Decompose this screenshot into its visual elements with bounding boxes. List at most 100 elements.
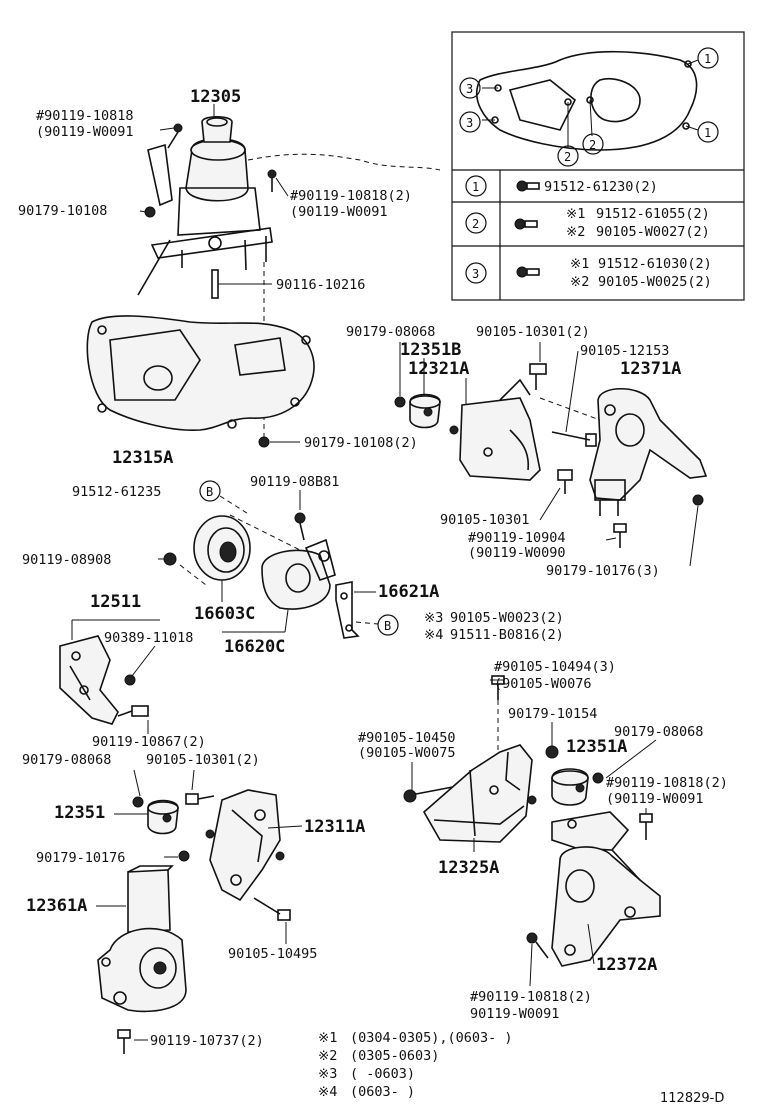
label-90105-W0076: (90105-W0076 [494, 676, 592, 692]
label-90119-10867: 90119-10867(2) [92, 734, 206, 750]
label-mark3: ※3 [424, 610, 443, 626]
figure-id: 112829-D [660, 1091, 724, 1106]
svg-text:3: 3 [466, 116, 473, 130]
label-90105-10494: #90105-10494(3) [494, 659, 616, 675]
label-12511: 12511 [90, 592, 141, 612]
inset-ref-1-top: 1 [697, 47, 719, 69]
bolt-icon [253, 897, 291, 921]
svg-text:※1: ※1 [570, 256, 589, 272]
bolt-icon [527, 795, 537, 805]
svg-text:3: 3 [472, 267, 479, 281]
label-91511-B0816: 91511-B0816(2) [450, 627, 564, 643]
bracket-12325A [422, 744, 537, 843]
label-12371A: 12371A [620, 359, 681, 379]
svg-text:3: 3 [466, 82, 473, 96]
label-12351B: 12351B [400, 340, 461, 360]
bolt-icon [117, 1029, 131, 1054]
label-90389-11018: 90389-11018 [104, 630, 193, 646]
label-90179-10108-2: 90179-10108(2) [304, 435, 418, 451]
svg-text:91512-61055(2): 91512-61055(2) [596, 206, 710, 222]
bolt-icon [205, 829, 215, 839]
bracket-12511 [59, 635, 136, 725]
footnote-3-text: ( -0603) [350, 1066, 415, 1082]
bolt-icon [613, 523, 627, 548]
nut-icon [132, 796, 144, 808]
bolt-icon [526, 932, 549, 959]
inset-panel: 3 3 1 1 2 2 1 91512-61230(2) 2 ※1 91512-… [451, 31, 745, 301]
svg-text:90105-W0025(2): 90105-W0025(2) [598, 274, 712, 290]
tensioner-16620C [261, 538, 336, 610]
label-90119-10818-c: #90119-10818(2) [606, 775, 728, 791]
bolt-icon [167, 123, 183, 149]
inset-row-2: 2 ※1 91512-61055(2) ※2 90105-W0027(2) [465, 206, 710, 240]
label-90105-10301-c: 90105-10301(2) [146, 752, 260, 768]
label-90119-08908: 90119-08908 [22, 552, 111, 568]
svg-text:1: 1 [704, 52, 711, 66]
label-16603C: 16603C [194, 604, 255, 624]
inset-ref-2-left: 2 [557, 145, 579, 167]
label-12325A: 12325A [438, 858, 499, 878]
svg-text:※2: ※2 [570, 274, 589, 290]
label-90179-08068-b: 90179-08068 [614, 724, 703, 740]
inset-ref-1-bottom: 1 [697, 121, 719, 143]
footnote-1-mark: ※1 [318, 1030, 337, 1046]
label-16621A: 16621A [378, 582, 439, 602]
label-90119-W0091-c: (90119-W0091 [606, 791, 704, 807]
inset-ref-3-top: 3 [459, 77, 481, 99]
bolt-icon [449, 425, 459, 435]
label-90119-10818-d: #90119-10818(2) [470, 989, 592, 1005]
label-90119-10818-b: #90119-10818(2) [290, 188, 412, 204]
nut-icon [545, 745, 559, 759]
ref-b-marker-bottom: B [377, 614, 399, 636]
label-12315A: 12315A [112, 448, 173, 468]
label-90105-12153: 90105-12153 [580, 343, 669, 359]
svg-text:※2: ※2 [566, 224, 585, 240]
svg-text:1: 1 [472, 180, 479, 194]
label-90116-10216: 90116-10216 [276, 277, 365, 293]
bolt-icon [692, 494, 704, 506]
footnote-4-mark: ※4 [318, 1084, 337, 1100]
mount-12371A [539, 388, 708, 516]
bushing-12351B [394, 393, 441, 429]
nut-icon [178, 850, 190, 862]
label-90119-W0091-a: (90119-W0091 [36, 124, 134, 140]
label-90105-10301-2: 90105-10301(2) [476, 324, 590, 340]
label-12372A: 12372A [596, 955, 657, 975]
bolt-icon [185, 793, 215, 805]
footnotes: ※1 (0304-0305),(0603- ) ※2 (0305-0603) ※… [318, 1030, 513, 1100]
bracket-12321A [449, 378, 541, 481]
inset-ref-2-right: 2 [582, 133, 604, 155]
label-90119-10737: 90119-10737(2) [150, 1033, 264, 1049]
svg-text:1: 1 [704, 126, 711, 140]
label-90179-10108: 90179-10108 [18, 203, 107, 219]
label-90119-W0091-b: (90119-W0091 [290, 204, 388, 220]
label-mark4: ※4 [424, 627, 443, 643]
label-90119-W0091-d: 90119-W0091 [470, 1006, 559, 1022]
bolt-icon [516, 266, 540, 278]
engine-mount-12305 [137, 115, 441, 440]
label-90119-08B81: 90119-08B81 [250, 474, 339, 490]
svg-text:91512-61230(2): 91512-61230(2) [544, 179, 658, 195]
bolt-icon [551, 431, 597, 447]
ref-b-marker-top: B [199, 480, 221, 502]
svg-text:2: 2 [564, 150, 571, 164]
mount-12361A [97, 865, 187, 1013]
label-90179-10176: 90179-10176 [36, 850, 125, 866]
bolt-icon [275, 851, 285, 861]
footnote-2-text: (0305-0603) [350, 1048, 439, 1064]
footnote-4-text: (0603- ) [350, 1084, 415, 1100]
label-90179-08068-a: 90179-08068 [346, 324, 435, 340]
bracket-12315A [86, 315, 315, 448]
svg-text:B: B [384, 619, 391, 633]
label-90105-10301: 90105-10301 [440, 512, 529, 528]
label-90119-10818-a: #90119-10818 [36, 108, 134, 124]
bushing-12351 [147, 799, 179, 835]
label-12305: 12305 [190, 87, 241, 107]
label-90179-10154: 90179-10154 [508, 706, 597, 722]
svg-text:90105-W0027(2): 90105-W0027(2) [596, 224, 710, 240]
bolt-icon [557, 469, 573, 494]
footnote-1-text: (0304-0305),(0603- ) [350, 1030, 513, 1046]
svg-text:※1: ※1 [566, 206, 585, 222]
label-90105-W0075: (90105-W0075 [358, 745, 456, 761]
